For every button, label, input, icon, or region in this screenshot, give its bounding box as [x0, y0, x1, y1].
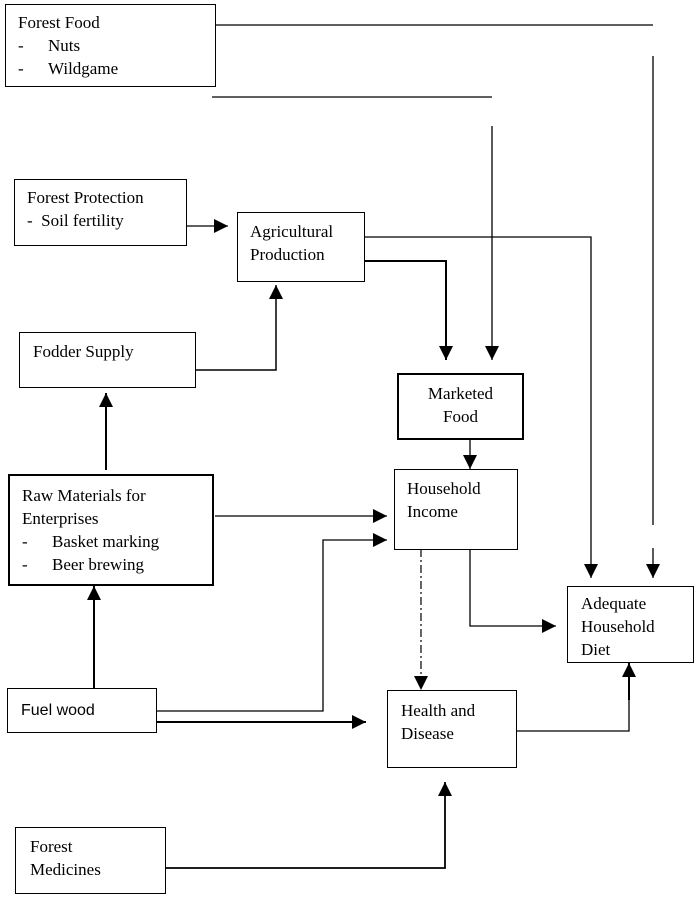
edge-fuel-to-income [157, 533, 387, 712]
edge-health-to-diet [516, 680, 630, 732]
node-label: Adequate [581, 594, 647, 613]
node-label: Household [581, 617, 655, 636]
node-agricultural-production: Agricultural Production [237, 212, 365, 282]
node-forest-food: Forest Food -Nuts -Wildgame [5, 4, 216, 87]
node-title: Forest Food [18, 13, 100, 32]
node-fuel-wood: Fuel wood [7, 688, 157, 733]
node-household-income: Household Income [394, 469, 518, 550]
node-raw-materials: Raw Materials for Enterprises -Basket ma… [8, 474, 214, 586]
node-title: Enterprises [22, 509, 99, 528]
node-label: Income [407, 502, 458, 521]
list-item: - Soil fertility [27, 211, 124, 230]
node-forest-protection: Forest Protection - Soil fertility [14, 179, 187, 246]
edge-agri-to-diet [364, 236, 598, 578]
node-label: Fuel wood [21, 702, 95, 719]
arrowhead-income-to-health [414, 676, 428, 690]
node-title: Raw Materials for [22, 486, 146, 505]
node-label: Forest [30, 837, 73, 856]
node-title: Forest Protection [27, 188, 144, 207]
node-label: Fodder Supply [33, 342, 134, 361]
list-item: -Beer brewing [22, 555, 145, 574]
node-label: Food [443, 407, 478, 426]
edge-income-to-diet [469, 549, 556, 633]
node-label: Marketed [427, 384, 494, 403]
node-label: Disease [401, 724, 454, 743]
edge-fodder-to-agri [196, 285, 283, 371]
node-fodder-supply: Fodder Supply [19, 332, 196, 388]
node-label: Diet [581, 640, 611, 659]
node-label: Health and [401, 701, 476, 720]
node-label: Household [407, 479, 481, 498]
edge-medicines-to-health [165, 782, 452, 869]
node-label: Medicines [30, 860, 101, 879]
list-item: -Basket marking [22, 532, 160, 551]
node-label: Production [250, 245, 325, 264]
node-label: Agricultural [250, 222, 334, 241]
node-forest-medicines: Forest Medicines [15, 827, 166, 894]
node-adequate-household-diet: Adequate Household Diet [567, 586, 694, 663]
node-marketed-food: Marketed Food [397, 373, 524, 440]
node-health-and-disease: Health and Disease [387, 690, 517, 768]
list-item: -Nuts [18, 36, 81, 55]
edge-agri-to-marketed [364, 260, 453, 360]
list-item: -Wildgame [18, 59, 119, 78]
